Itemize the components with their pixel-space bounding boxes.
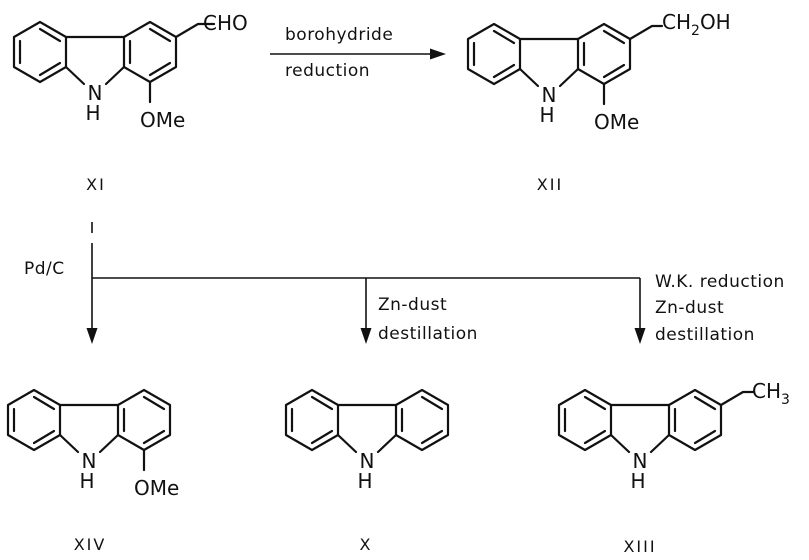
xiii-label: XIII [623, 537, 656, 556]
middle-arrowhead [360, 328, 372, 344]
xii-ome-group: OMe [594, 110, 639, 134]
xii-left-ring [466, 22, 522, 86]
xii-right-ring [576, 22, 632, 86]
xi-hydrogen: H [85, 101, 100, 125]
xiii-ch3-group: CH3 [752, 379, 790, 408]
right-condition-line3: destillation [655, 325, 755, 345]
compound-xiv: N H OMe XIV [6, 388, 179, 554]
xi-left-ring-double-bonds [18, 27, 62, 77]
xi-ome-group: OMe [140, 108, 185, 132]
x-hydrogen: H [357, 469, 372, 493]
xiv-ome-group: OMe [134, 476, 179, 500]
xiv-right-ring [116, 388, 172, 452]
x-right-ring-double-bonds [400, 395, 444, 445]
x-pyrrole-bonds [336, 403, 398, 454]
arrow-borohydride-reduction: borohydride reduction [270, 25, 446, 81]
xi-pyrrole-bonds [64, 35, 126, 86]
compound-xi: N H CHO OMe XI [12, 11, 248, 194]
xi-right-ring [122, 20, 178, 84]
right-condition-line1: W.K. reduction [655, 272, 785, 292]
right-condition-line2: Zn-dust [655, 298, 724, 318]
xii-left-ring-double-bonds [472, 29, 516, 79]
left-arrowhead [86, 328, 98, 344]
xiv-left-ring-double-bonds [12, 395, 56, 445]
xiii-left-ring-double-bonds [563, 395, 607, 445]
xiii-pyrrole-bonds [609, 403, 671, 454]
middle-condition-line2: destillation [378, 324, 478, 344]
xiii-right-ring-double-bonds [673, 395, 717, 445]
xiii-hydrogen: H [630, 469, 645, 493]
xii-pyrrole-bonds [518, 37, 580, 88]
xiv-right-ring-double-bonds [122, 395, 166, 445]
compound-x: N H X [284, 388, 450, 554]
xi-cho-group: CHO [203, 11, 248, 35]
xi-right-ring-double-bonds [128, 27, 172, 77]
xi-label: XI [86, 175, 106, 194]
top-condition-line1: borohydride [285, 25, 393, 45]
x-nitrogen: N [360, 449, 375, 473]
middle-condition-line1: Zn-dust [378, 295, 447, 315]
x-left-ring-double-bonds [290, 395, 334, 445]
xiv-pyrrole-bonds [58, 403, 120, 454]
xii-ch2oh-group: CH2OH [662, 10, 731, 39]
xi-nitrogen: N [88, 81, 103, 105]
xiii-right-ring [667, 388, 723, 452]
xiv-label: XIV [74, 535, 107, 554]
xi-left-ring [12, 20, 68, 84]
xi-substituent-bonds [148, 22, 216, 104]
left-condition: Pd/C [24, 259, 65, 279]
top-condition-line2: reduction [285, 61, 370, 81]
right-arrowhead [634, 328, 646, 344]
xiv-hydrogen: H [79, 469, 94, 493]
xii-substituent-bonds [602, 24, 664, 106]
x-left-ring [284, 388, 340, 452]
compound-xiii: N H CH3 XIII [557, 379, 790, 556]
xiii-left-ring [557, 388, 613, 452]
xii-label: XII [537, 175, 563, 194]
xiii-nitrogen: N [633, 449, 648, 473]
xii-nitrogen: N [542, 83, 557, 107]
compound-xii: N H CH2OH OMe XII [466, 10, 731, 194]
xiii-substituent-bonds [719, 390, 756, 407]
xiv-nitrogen: N [82, 449, 97, 473]
xiv-left-ring [6, 388, 62, 452]
x-label: X [360, 535, 373, 554]
x-right-ring [394, 388, 450, 452]
xii-hydrogen: H [539, 103, 554, 127]
branch-arrows: Pd/C Zn-dust destillation W.K. reduction… [24, 222, 785, 345]
xii-right-ring-double-bonds [582, 29, 626, 79]
